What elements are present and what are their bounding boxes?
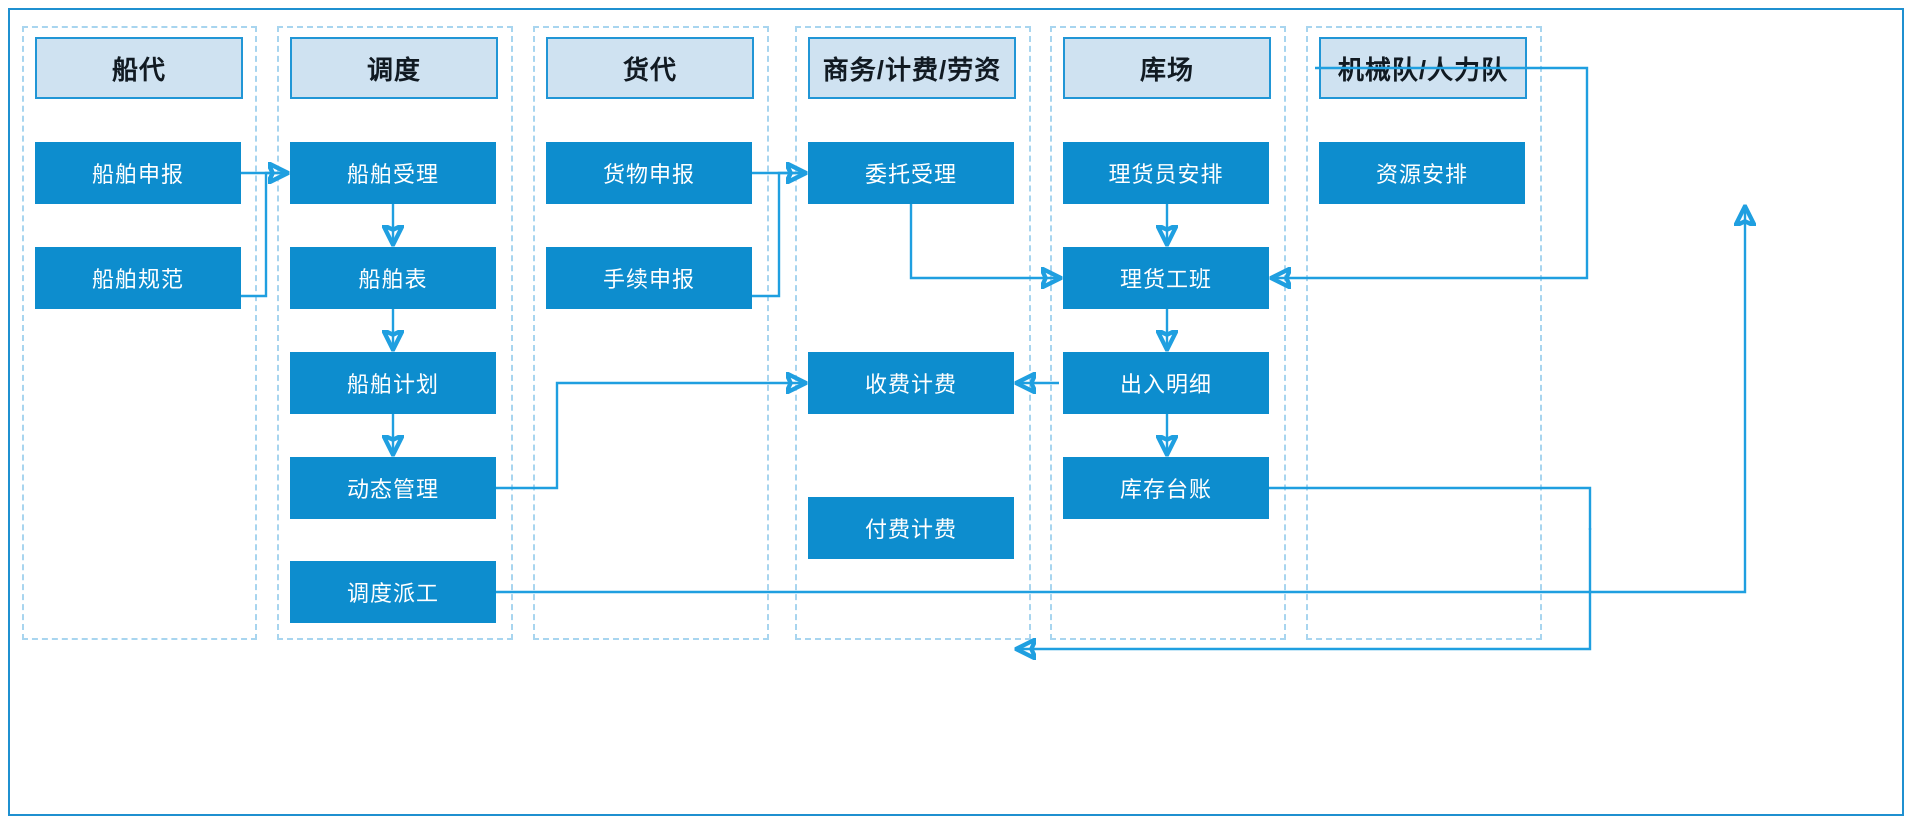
node-lihuoyuan-anpai[interactable]: 理货员安排 <box>1063 142 1269 204</box>
lane-container-diaodu <box>277 26 513 640</box>
node-dongtai-guanli[interactable]: 动态管理 <box>290 457 496 519</box>
node-chuanbo-shouli[interactable]: 船舶受理 <box>290 142 496 204</box>
node-chuanbo-biao[interactable]: 船舶表 <box>290 247 496 309</box>
node-diaodu-paigong[interactable]: 调度派工 <box>290 561 496 623</box>
lane-container-chuandai <box>22 26 257 640</box>
lane-header-chuandai[interactable]: 船代 <box>35 37 243 99</box>
lane-header-huodai[interactable]: 货代 <box>546 37 754 99</box>
lane-header-shangwu[interactable]: 商务/计费/劳资 <box>808 37 1016 99</box>
lane-header-kuchang[interactable]: 库场 <box>1063 37 1271 99</box>
node-fufei-jifei[interactable]: 付费计费 <box>808 497 1014 559</box>
node-weituo-shouli[interactable]: 委托受理 <box>808 142 1014 204</box>
node-shoufei-jifei[interactable]: 收费计费 <box>808 352 1014 414</box>
node-ziyuan-anpai[interactable]: 资源安排 <box>1319 142 1525 204</box>
lane-header-jixiedui[interactable]: 机械队/人力队 <box>1319 37 1527 99</box>
diagram-outer-frame <box>8 8 1904 816</box>
lane-container-kuchang <box>1050 26 1286 640</box>
node-kucun-taizhang[interactable]: 库存台账 <box>1063 457 1269 519</box>
lane-container-huodai <box>533 26 769 640</box>
node-churu-mingxi[interactable]: 出入明细 <box>1063 352 1269 414</box>
node-chuanbo-shenbao[interactable]: 船舶申报 <box>35 142 241 204</box>
node-chuanbo-guifan[interactable]: 船舶规范 <box>35 247 241 309</box>
node-shouxu-shenbao[interactable]: 手续申报 <box>546 247 752 309</box>
node-lihuo-gongban[interactable]: 理货工班 <box>1063 247 1269 309</box>
lane-container-jixiedui <box>1306 26 1542 640</box>
node-huowu-shenbao[interactable]: 货物申报 <box>546 142 752 204</box>
lane-header-diaodu[interactable]: 调度 <box>290 37 498 99</box>
node-chuanbo-jihua[interactable]: 船舶计划 <box>290 352 496 414</box>
